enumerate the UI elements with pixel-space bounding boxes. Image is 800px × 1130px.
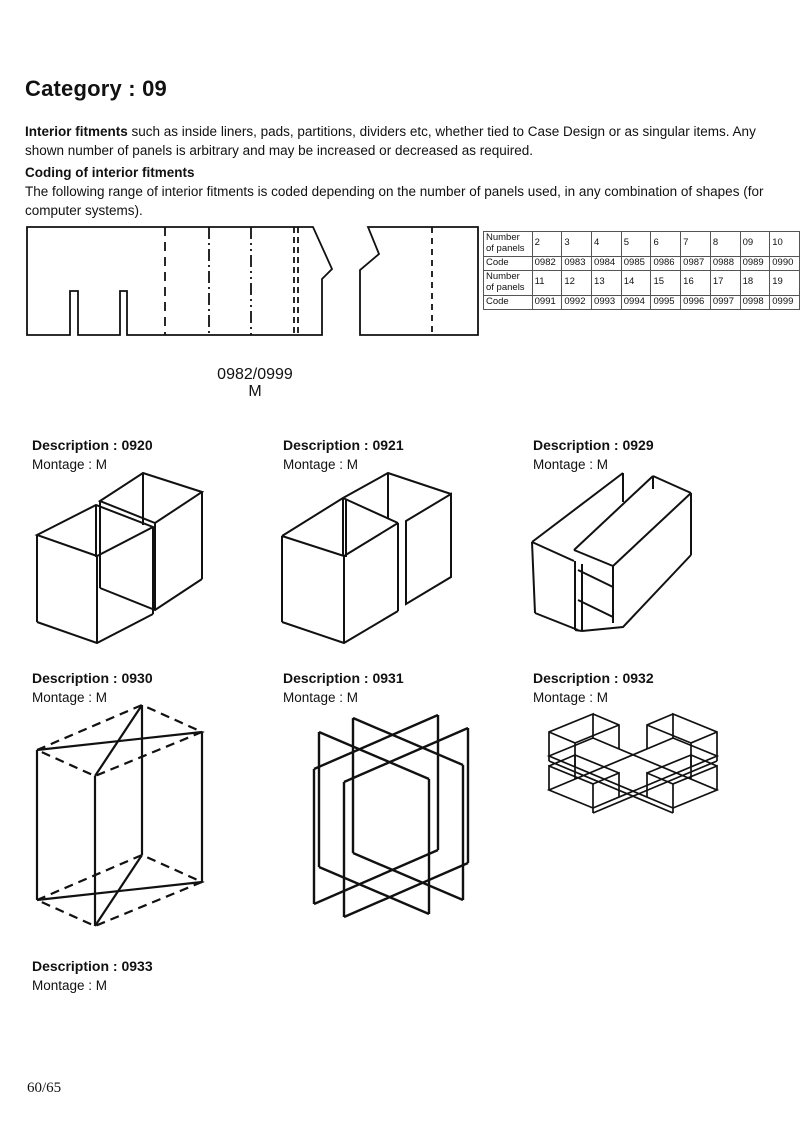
coding-body: The following range of interior fitments… xyxy=(25,184,764,218)
item-0933-montage: Montage : M xyxy=(32,978,108,993)
figure-0931-drawing xyxy=(312,713,470,919)
flat-pattern-drawing xyxy=(26,226,479,336)
table-cell: 16 xyxy=(680,269,711,296)
table-cell: 0993 xyxy=(591,294,622,310)
table-cell: 0990 xyxy=(769,255,800,271)
item-0921-title: Description : 0921 xyxy=(283,437,404,453)
item-0929-header: Description : 0929 Montage : M xyxy=(533,436,654,474)
item-0932-montage: Montage : M xyxy=(533,690,609,705)
table-cell: 0989 xyxy=(739,255,771,271)
item-0921-header: Description : 0921 Montage : M xyxy=(283,436,404,474)
item-0930-header: Description : 0930 Montage : M xyxy=(32,669,153,707)
row-label: Number of panels xyxy=(483,269,533,296)
item-0920-header: Description : 0920 Montage : M xyxy=(32,436,153,474)
figure-0920-drawing xyxy=(34,471,205,645)
item-0920-title: Description : 0920 xyxy=(32,437,153,453)
page-number: 60/65 xyxy=(27,1080,62,1096)
item-0932-header: Description : 0932 Montage : M xyxy=(533,669,654,707)
table-cell: 0997 xyxy=(709,294,741,310)
pattern-montage: M xyxy=(248,383,262,400)
table-cell: 0995 xyxy=(650,294,682,310)
row-label: Code xyxy=(483,294,533,310)
table-cell: 0982 xyxy=(531,255,563,271)
table-cell: 2 xyxy=(531,231,563,257)
item-0929-montage: Montage : M xyxy=(533,457,609,472)
table-cell: 0992 xyxy=(561,294,593,310)
figure-0921-drawing xyxy=(281,471,452,645)
table-cell: 10 xyxy=(769,231,800,257)
table-cell: 8 xyxy=(709,231,741,257)
item-0931-montage: Montage : M xyxy=(283,690,359,705)
figure-0930-drawing xyxy=(34,703,205,928)
table-cell: 15 xyxy=(650,269,682,296)
table-cell: 0998 xyxy=(739,294,771,310)
item-0930-title: Description : 0930 xyxy=(32,670,153,686)
table-cell: 18 xyxy=(739,269,771,296)
row-label: Number of panels xyxy=(483,231,533,257)
table-cell: 7 xyxy=(680,231,711,257)
intro-paragraph: Interior fitments such as inside liners,… xyxy=(25,122,777,160)
table-cell: 0983 xyxy=(561,255,593,271)
table-cell: 6 xyxy=(650,231,682,257)
table-cell: 17 xyxy=(709,269,741,296)
table-cell: 09 xyxy=(739,231,771,257)
table-cell: 0985 xyxy=(620,255,652,271)
item-0931-header: Description : 0931 Montage : M xyxy=(283,669,404,707)
table-cell: 0999 xyxy=(769,294,800,310)
table-cell: 11 xyxy=(531,269,563,296)
table-cell: 12 xyxy=(561,269,593,296)
table-cell: 14 xyxy=(620,269,652,296)
table-cell: 0991 xyxy=(531,294,563,310)
table-cell: 0988 xyxy=(709,255,741,271)
item-0921-montage: Montage : M xyxy=(283,457,359,472)
item-0920-montage: Montage : M xyxy=(32,457,108,472)
row-label: Code xyxy=(483,255,533,271)
table-cell: 13 xyxy=(591,269,622,296)
item-0929-title: Description : 0929 xyxy=(533,437,654,453)
table-cell: 0996 xyxy=(680,294,711,310)
item-0933-title: Description : 0933 xyxy=(32,958,153,974)
table-cell: 0986 xyxy=(650,255,682,271)
item-0931-title: Description : 0931 xyxy=(283,670,404,686)
table-cell: 0994 xyxy=(620,294,652,310)
table-cell: 4 xyxy=(591,231,622,257)
intro-lead: Interior fitments xyxy=(25,124,128,139)
table-cell: 0987 xyxy=(680,255,711,271)
intro-rest: such as inside liners, pads, partitions,… xyxy=(25,124,756,158)
coding-heading: Coding of interior fitments xyxy=(25,165,195,180)
item-0932-title: Description : 0932 xyxy=(533,670,654,686)
table-cell: 3 xyxy=(561,231,593,257)
table-cell: 19 xyxy=(769,269,800,296)
table-cell: 5 xyxy=(620,231,652,257)
page-title: Category : 09 xyxy=(25,76,167,101)
figure-0932-drawing xyxy=(546,712,720,814)
item-0930-montage: Montage : M xyxy=(32,690,108,705)
pattern-code-range: 0982/0999 xyxy=(217,366,293,383)
figure-0929-drawing xyxy=(531,472,692,632)
item-0933-header: Description : 0933 Montage : M xyxy=(32,957,153,995)
table-cell: 0984 xyxy=(591,255,622,271)
